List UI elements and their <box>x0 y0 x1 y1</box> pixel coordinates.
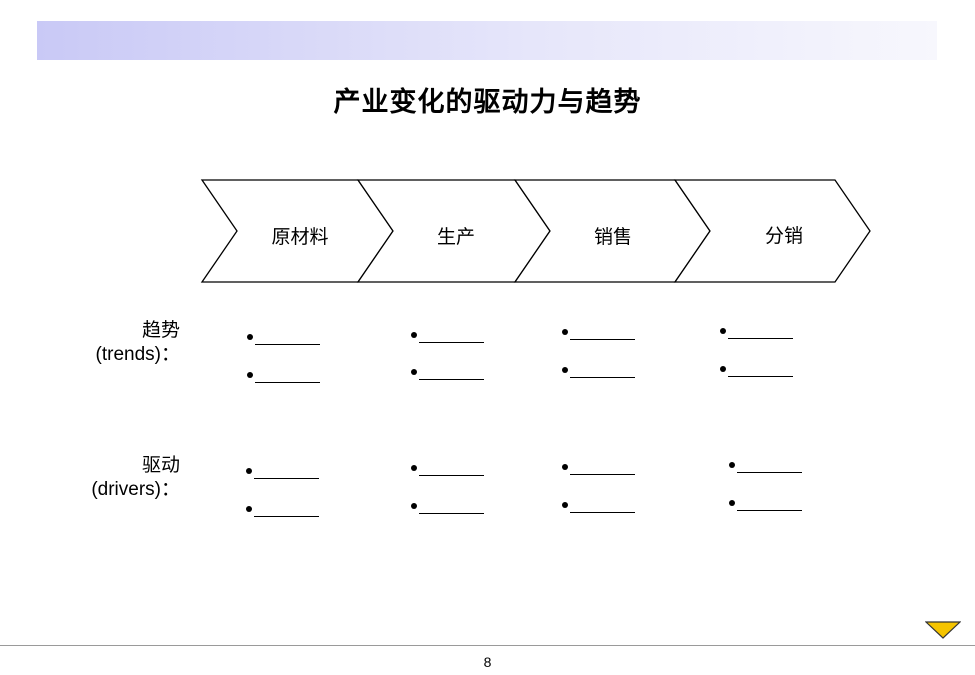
bullet-dot-icon <box>729 462 735 468</box>
blank-line <box>419 513 484 514</box>
stage-label-production: 生产 <box>436 227 475 248</box>
bullet-dot-icon <box>411 332 417 338</box>
bullet-dot-icon <box>720 328 726 334</box>
bullet-dot-icon <box>411 369 417 375</box>
blank-line <box>419 475 484 476</box>
row-label-trends-cn: 趋势 <box>141 320 180 341</box>
bullet-dot-icon <box>411 465 417 471</box>
blank-line <box>254 478 319 479</box>
bullet-dot-icon <box>720 366 726 372</box>
page-title: 产业变化的驱动力与趋势 <box>333 87 642 117</box>
chevron-stage-4 <box>673 179 871 283</box>
bullet-dot-icon <box>729 500 735 506</box>
bullet-dot-icon <box>246 468 252 474</box>
bullet-dot-icon <box>562 329 568 335</box>
blank-line <box>570 474 635 475</box>
row-label-drivers: 驱动 (drivers)： <box>0 454 180 502</box>
blank-line <box>737 510 802 511</box>
blank-line <box>419 379 484 380</box>
stage-label-sales: 销售 <box>593 227 632 248</box>
blank-line <box>255 344 320 345</box>
bullet-dot-icon <box>562 464 568 470</box>
row-label-drivers-cn: 驱动 <box>141 455 180 476</box>
blank-line <box>254 516 319 517</box>
page-number: 8 <box>483 654 492 670</box>
blank-line <box>737 472 802 473</box>
bullet-dot-icon <box>246 506 252 512</box>
triangle-down-icon[interactable] <box>925 621 961 641</box>
row-label-drivers-en: (drivers)： <box>91 479 180 500</box>
row-label-trends: 趋势 (trends)： <box>0 319 180 367</box>
bullet-dot-icon <box>247 334 253 340</box>
blank-line <box>570 377 635 378</box>
blank-line <box>728 338 793 339</box>
blank-line <box>728 376 793 377</box>
footer-rule <box>0 645 975 646</box>
row-label-trends-en: (trends)： <box>95 344 180 365</box>
blank-line <box>570 339 635 340</box>
header-bar <box>37 21 937 60</box>
stage-label-distribution: 分销 <box>764 226 803 247</box>
bullet-dot-icon <box>562 367 568 373</box>
bullet-dot-icon <box>562 502 568 508</box>
blank-line <box>570 512 635 513</box>
bullet-dot-icon <box>247 372 253 378</box>
blank-line <box>255 382 320 383</box>
blank-line <box>419 342 484 343</box>
stage-label-raw-materials: 原材料 <box>271 227 329 248</box>
bullet-dot-icon <box>411 503 417 509</box>
